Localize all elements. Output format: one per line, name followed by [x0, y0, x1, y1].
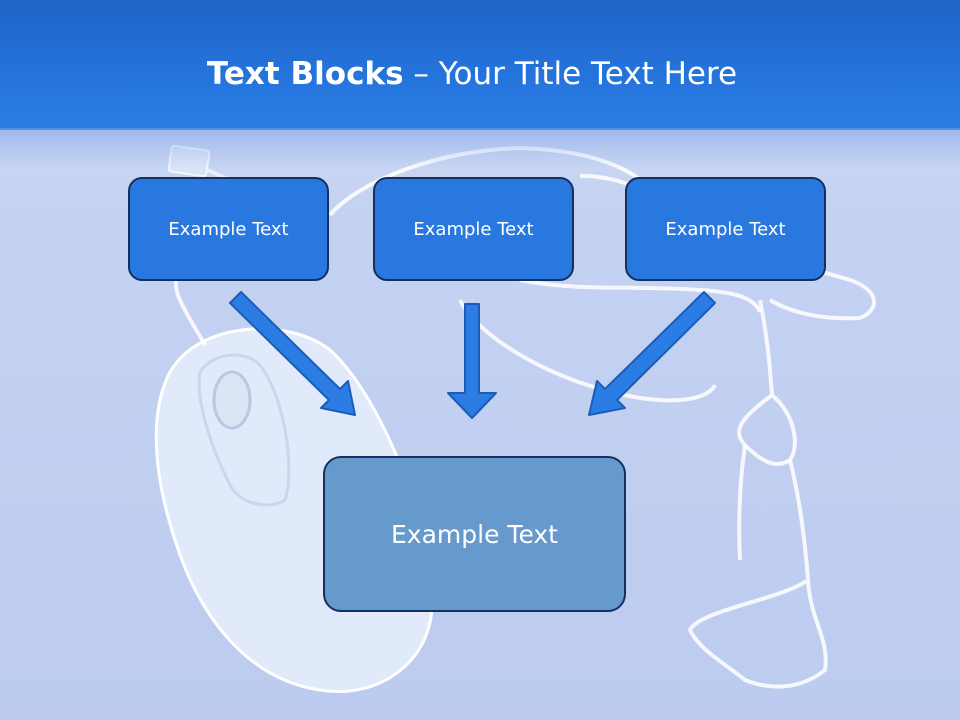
text-block-3[interactable]: Example Text — [625, 177, 826, 281]
arrow-down-right-icon — [229, 291, 356, 416]
arrow-down-icon — [447, 303, 497, 419]
header-shadow — [0, 128, 960, 168]
title-dash: – — [403, 56, 439, 92]
header-bar — [0, 0, 960, 130]
text-block-main[interactable]: Example Text — [323, 456, 626, 612]
title-bold: Text Blocks — [206, 56, 404, 92]
text-block-2[interactable]: Example Text — [373, 177, 574, 281]
arrow-down-left-icon — [588, 291, 716, 416]
text-block-1[interactable]: Example Text — [128, 177, 329, 281]
title-rest: Your Title Text Here — [438, 56, 738, 92]
slide-title: Text Blocks – Your Title Text Here — [0, 56, 944, 92]
